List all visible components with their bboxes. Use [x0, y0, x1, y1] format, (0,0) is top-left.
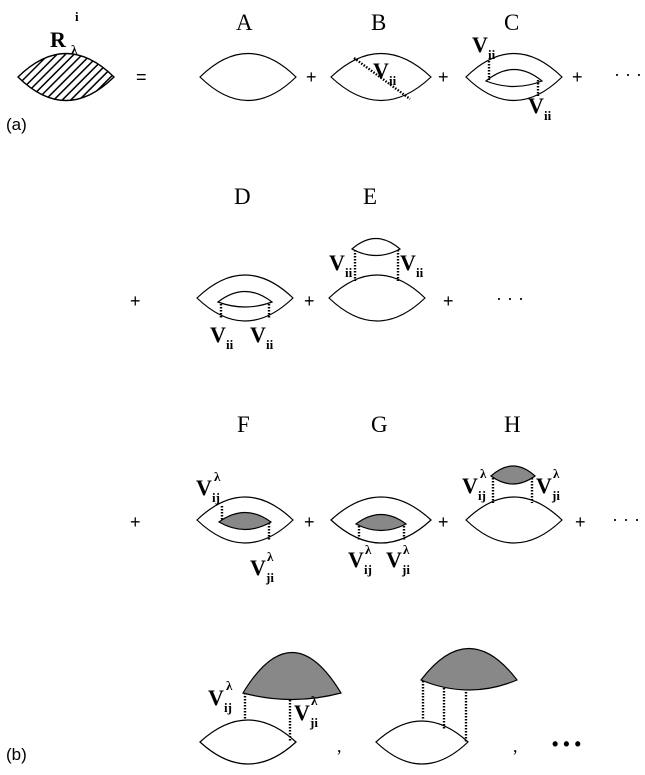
lhs-subscript: λ [71, 42, 78, 57]
diagram-H-shaded-loop [490, 465, 536, 485]
bold-ellipsis: • • • [552, 734, 581, 754]
diagram-F-shaded-loop [217, 511, 273, 531]
diagram-G-V2: V [386, 547, 402, 572]
diagram-G-V1-sub: ij [364, 562, 372, 577]
diagram-A-lens [199, 52, 297, 102]
ellipsis: · · · [612, 509, 640, 529]
diagram-H-lower-lens [465, 496, 563, 544]
diagram-E-upper-loop [350, 237, 402, 257]
diagram-E-V1-sub: ii [345, 265, 353, 280]
label-H: H [504, 412, 521, 437]
plus-sign: + [575, 512, 586, 532]
diagram-b1-V2-sub: ji [309, 715, 318, 730]
diagram-b2-lower-lens [375, 720, 469, 765]
diagram-b1-V1: V [208, 685, 224, 710]
diagram-F-V1: V [196, 475, 212, 500]
plus-sign: + [130, 512, 141, 532]
diagram-G-V2-sub: ji [401, 562, 410, 577]
plus-sign: + [304, 291, 315, 311]
label-E: E [363, 184, 377, 209]
plus-sign: + [306, 67, 317, 87]
diagram-C-V1: V [472, 32, 488, 57]
lhs-R: R [50, 27, 67, 52]
diagram-b1-V2: V [294, 700, 310, 725]
comma: , [513, 736, 518, 756]
diagram-b2-shaded-lens [420, 647, 518, 691]
diagram-H-V2-sup: λ [553, 466, 560, 481]
plus-sign: + [438, 67, 449, 87]
comma: , [337, 736, 342, 756]
plus-sign: + [130, 291, 141, 311]
diagram-G-shaded-loop [354, 513, 408, 532]
plus-sign: + [304, 512, 315, 532]
diagram-H-V2: V [536, 473, 552, 498]
panel-label-b: (b) [6, 745, 27, 764]
diagram-F-V2-sup: λ [267, 549, 274, 564]
diagram-D-V2-sub: ii [266, 337, 274, 352]
diagram-D-V1: V [210, 322, 226, 347]
diagram-E-V2: V [400, 250, 416, 275]
diagram-D-V2: V [250, 322, 266, 347]
diagram-G-V1-sup: λ [365, 542, 372, 557]
label-C: C [504, 10, 519, 35]
diagram-H-V1: V [462, 473, 478, 498]
diagram-b1-V1-sub: ij [224, 700, 232, 715]
diagram-C-inner-loop [484, 69, 544, 88]
diagram-E-lower-lens [328, 274, 426, 322]
diagram-H-V1-sup: λ [480, 466, 487, 481]
diagram-B-V: V [373, 58, 389, 83]
diagram-C-V1-sub: ii [488, 47, 496, 62]
diagram-B-interaction-line [353, 57, 411, 100]
diagram-E-V2-sub: ii [416, 265, 424, 280]
equals-sign: = [136, 67, 147, 87]
label-B: B [371, 10, 386, 35]
diagram-C-V2-sub: ii [544, 108, 552, 123]
diagram-b1-V2-sup: λ [311, 693, 318, 708]
diagram-b1-lower-lens [199, 719, 297, 765]
diagram-G-V1: V [348, 547, 364, 572]
label-A: A [236, 10, 253, 35]
ellipsis: · · · [614, 64, 642, 84]
diagram-H-V1-sub: ij [478, 488, 486, 503]
diagram-H-V2-sub: ji [551, 488, 560, 503]
lhs-superscript: i [75, 9, 79, 24]
lhs-hatched-lens [16, 52, 116, 102]
diagram-G-V2-sup: λ [403, 542, 410, 557]
plus-sign: + [572, 67, 583, 87]
diagram-F-V1-sub: ij [212, 490, 220, 505]
label-F: F [237, 412, 250, 437]
diagram-D-V1-sub: ii [226, 337, 234, 352]
diagram-F-V2-sub: ji [265, 570, 274, 585]
plus-sign: + [438, 512, 449, 532]
diagram-B-V-sub: ii [389, 73, 397, 88]
diagram-C-V2: V [528, 93, 544, 118]
plus-sign: + [443, 291, 454, 311]
diagram-E-V1: V [329, 250, 345, 275]
diagram-D-inner-loop [216, 290, 274, 308]
diagram-F-V1-sup: λ [214, 469, 221, 484]
panel-label-a: (a) [6, 115, 27, 134]
lhs-symbol: R i λ [50, 9, 79, 57]
diagram-b1-shaded-lens [242, 652, 342, 701]
diagram-F-V2: V [250, 555, 266, 580]
ellipsis: · · · [496, 288, 524, 308]
label-G: G [371, 412, 388, 437]
label-D: D [234, 184, 251, 209]
diagram-b1-V1-sup: λ [226, 678, 233, 693]
